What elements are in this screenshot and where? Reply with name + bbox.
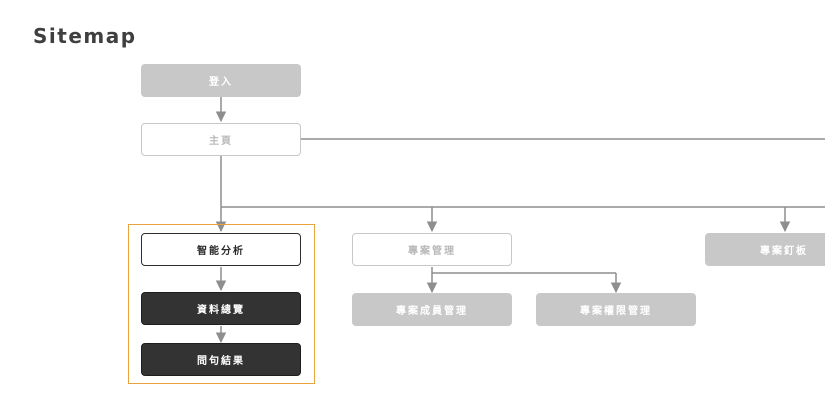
smart-analysis-highlight-box	[128, 224, 315, 384]
node-project-member-management[interactable]: 專案成員管理	[352, 293, 512, 326]
node-smart-analysis[interactable]: 智能分析	[141, 233, 301, 266]
node-question-results[interactable]: 問句結果	[141, 343, 301, 376]
node-project-pinboard[interactable]: 專案釘板	[705, 233, 825, 266]
node-data-overview[interactable]: 資料總覽	[141, 292, 301, 325]
page-title: Sitemap	[33, 24, 137, 48]
node-login[interactable]: 登入	[141, 64, 301, 97]
node-project-management[interactable]: 專案管理	[352, 233, 512, 266]
node-home[interactable]: 主頁	[141, 123, 301, 156]
node-project-permission-management[interactable]: 專案權限管理	[536, 293, 696, 326]
